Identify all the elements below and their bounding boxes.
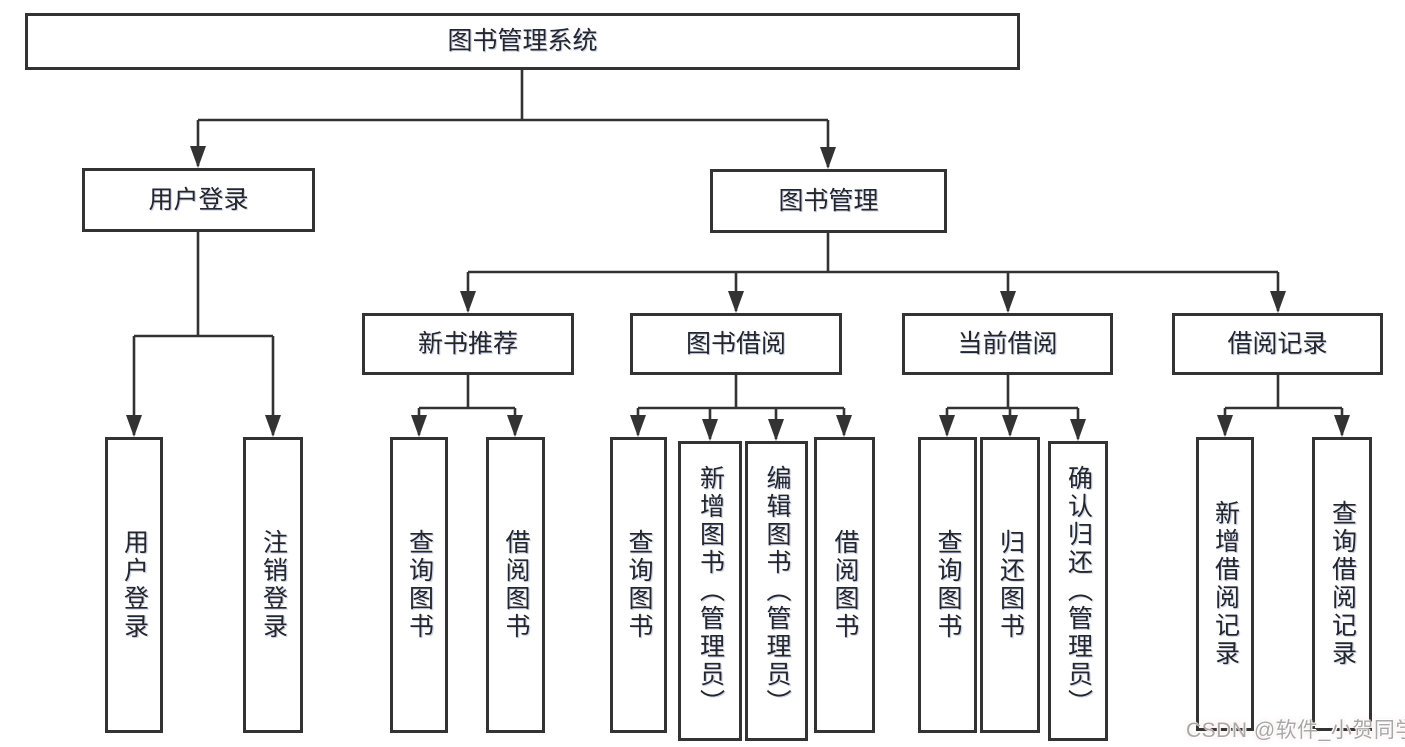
connector-newbook-to-leaves [417,375,517,435]
node-user-login-leaf: 用户登录 [105,437,163,733]
node-newbook-borrow-books-label: 借阅图书 [502,529,530,641]
node-records-query-record-label: 查询借阅记录 [1328,500,1357,668]
node-records-add-record: 新增借阅记录 [1196,437,1254,731]
node-newbook-query-books: 查询图书 [390,437,448,733]
connector-records-to-leaves [1223,375,1344,435]
node-borrowing-query-books: 查询图书 [610,437,667,733]
node-records-add-record-label: 新增借阅记录 [1211,500,1240,668]
node-current-query-books: 查询图书 [918,437,977,733]
node-newbook-query-books-label: 查询图书 [405,529,434,641]
node-book-borrowing-label: 图书借阅 [685,329,786,358]
node-borrowing-edit-books-admin-label: 编辑图书（管理员） [763,465,791,717]
node-borrowing-records: 借阅记录 [1172,313,1383,375]
node-logout: 注销登录 [243,437,303,733]
node-library-management-system: 图书管理系统 [25,13,1020,70]
node-borrowing-add-books-admin-label: 新增图书（管理员） [696,465,725,717]
node-current-query-books-label: 查询图书 [934,529,962,641]
node-book-borrowing: 图书借阅 [630,313,842,375]
node-new-book-recommendation: 新书推荐 [362,313,574,375]
node-current-confirm-return-admin: 确认归还（管理员） [1048,441,1108,741]
node-user-login-leaf-label: 用户登录 [120,529,149,641]
connector-bookmgmt-to-level3 [466,233,1280,311]
node-user-login: 用户登录 [82,168,315,232]
connector-borrowing-to-leaves [636,375,846,439]
node-current-return-books: 归还图书 [980,437,1040,733]
node-borrowing-edit-books-admin: 编辑图书（管理员） [745,441,808,741]
node-user-login-label: 用户登录 [148,185,249,214]
connector-root-to-level2 [196,70,830,167]
node-current-borrowing-label: 当前借阅 [957,329,1058,358]
node-current-return-books-label: 归还图书 [996,529,1025,641]
arrowheads [126,146,1350,441]
node-borrowing-borrow-books-label: 借阅图书 [831,529,859,641]
node-new-book-recommendation-label: 新书推荐 [417,329,518,358]
node-library-management-system-label: 图书管理系统 [447,27,598,55]
node-current-borrowing: 当前借阅 [902,313,1113,375]
node-borrowing-query-books-label: 查询图书 [625,529,653,641]
node-book-management-label: 图书管理 [778,186,879,215]
node-newbook-borrow-books: 借阅图书 [486,437,545,733]
node-logout-label: 注销登录 [259,529,288,641]
connector-userlogin-to-leaves [132,232,275,435]
node-borrowing-records-label: 借阅记录 [1227,329,1328,358]
csdn-watermark: CSDN @软件_小贺同学 [1186,719,1405,742]
node-borrowing-add-books-admin: 新增图书（管理员） [678,441,742,741]
node-records-query-record: 查询借阅记录 [1312,437,1372,731]
node-book-management: 图书管理 [710,169,947,233]
node-current-confirm-return-admin-label: 确认归还（管理员） [1064,465,1093,717]
node-borrowing-borrow-books: 借阅图书 [814,437,875,733]
